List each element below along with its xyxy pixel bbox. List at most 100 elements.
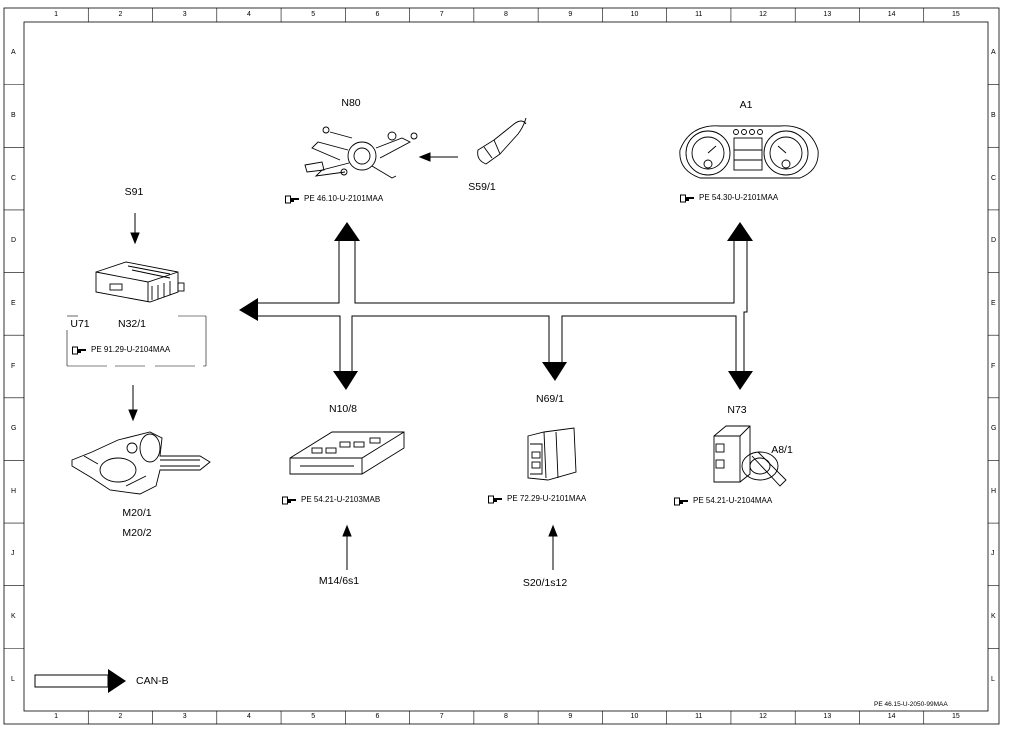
ref-text: PE 54.21-U-2103MAB xyxy=(301,495,381,504)
grid-column-label: 6 xyxy=(375,11,380,18)
manual-reference-icon xyxy=(680,194,694,202)
manual-reference-icon xyxy=(72,346,86,354)
manual-reference-icon xyxy=(285,195,299,203)
label-u71: U71 xyxy=(70,318,90,330)
grid-column-label: 10 xyxy=(630,713,639,720)
grid-row-label: E xyxy=(11,299,16,307)
arrow-to-a1 xyxy=(727,222,753,241)
grid-column-label: 11 xyxy=(695,713,703,720)
label-n73: N73 xyxy=(727,404,747,416)
arrow-s20-to-n69 xyxy=(548,524,558,537)
n32-1-frame xyxy=(66,315,207,367)
arrow-m14-to-n10 xyxy=(342,524,352,537)
document-id: PE 46.15-U-2050-99MAA xyxy=(874,701,948,708)
manual-reference-icon xyxy=(488,495,502,503)
grid-row-label: L xyxy=(11,675,15,683)
arrow-to-n69-1 xyxy=(542,362,567,381)
grid-row-label: E xyxy=(991,299,996,307)
s59-1-switch-drawing xyxy=(477,117,527,165)
grid-row-label: G xyxy=(991,425,997,433)
grid-row-label: J xyxy=(11,550,15,558)
n69-1-module-drawing xyxy=(527,427,577,481)
manual-reference-icon xyxy=(674,497,688,505)
n80-steering-module-drawing xyxy=(304,126,418,179)
grid-column-label: 15 xyxy=(951,11,960,18)
grid-column-label: 3 xyxy=(182,11,187,18)
ref-text: PE 54.21-U-2104MAA xyxy=(693,496,773,505)
arrow-s91-to-n32 xyxy=(130,232,140,245)
grid-row-label: C xyxy=(11,174,17,182)
grid-column-label: 14 xyxy=(887,11,896,18)
grid-row-label: B xyxy=(991,111,996,119)
grid-column-label: 10 xyxy=(630,11,639,18)
grid-row-label: B xyxy=(11,111,16,119)
grid-row-label: F xyxy=(11,362,16,370)
ref-text: PE 46.10-U-2101MAA xyxy=(304,194,384,203)
grid-column-label: 2 xyxy=(118,11,123,18)
n73-ignition-drawing xyxy=(713,425,787,487)
label-n32-1: N32/1 xyxy=(117,318,147,330)
arrow-to-n80 xyxy=(334,222,360,241)
grid-column-label: 4 xyxy=(246,713,251,720)
ref-n69-1: PE 72.29-U-2101MAA xyxy=(488,494,586,504)
grid-column-label: 13 xyxy=(823,713,832,720)
grid-column-label: 1 xyxy=(54,11,59,18)
grid-column-label: 2 xyxy=(118,713,123,720)
grid-column-label: 8 xyxy=(504,713,508,720)
grid-row-label: C xyxy=(991,174,997,182)
ref-a1: PE 54.30-U-2101MAA xyxy=(680,193,778,203)
manual-reference-icon xyxy=(282,496,296,504)
signal-arrows xyxy=(128,152,558,570)
grid-column-label: 6 xyxy=(375,713,380,720)
grid-column-label: 12 xyxy=(759,713,767,720)
grid-row-label: H xyxy=(11,487,17,495)
label-m20-1: M20/1 xyxy=(122,507,152,519)
a1-instrument-cluster-drawing xyxy=(679,125,819,179)
arrow-to-n32-1 xyxy=(239,298,258,321)
grid-column-label: 5 xyxy=(311,11,316,18)
arrow-to-n10-8 xyxy=(333,371,358,390)
legend-can-b-arrow xyxy=(34,669,126,693)
grid-column-label: 1 xyxy=(54,713,59,720)
ref-n10-8: PE 54.21-U-2103MAB xyxy=(282,495,380,505)
n10-8-module-drawing xyxy=(289,431,405,475)
ref-n80: PE 46.10-U-2101MAA xyxy=(285,194,383,204)
legend-label: CAN-B xyxy=(136,675,169,687)
grid-row-label: A xyxy=(11,49,16,57)
grid-row-label: A xyxy=(991,49,996,57)
grid-row-label: H xyxy=(991,487,997,495)
label-s20-1s12: S20/1s12 xyxy=(522,577,568,589)
drawing-border xyxy=(3,7,1000,725)
grid-column-label: 3 xyxy=(182,713,187,720)
grid-row-label: F xyxy=(991,362,996,370)
label-a8-1: A8/1 xyxy=(771,444,793,456)
m20-motor-drawing xyxy=(71,431,211,495)
label-m14-6s1: M14/6s1 xyxy=(318,575,360,587)
bus-arrowheads xyxy=(239,222,753,390)
label-s91: S91 xyxy=(124,186,144,198)
grid-column-label: 14 xyxy=(887,713,896,720)
grid-column-label: 7 xyxy=(439,11,444,18)
label-m20-2: M20/2 xyxy=(122,527,152,539)
grid-row-label: L xyxy=(991,675,995,683)
grid-row-label: J xyxy=(991,550,995,558)
grid-row-label: K xyxy=(11,613,16,621)
label-n69-1: N69/1 xyxy=(535,393,565,405)
ref-n32-1: PE 91.29-U-2104MAA xyxy=(72,345,170,355)
grid-row-label: G xyxy=(11,425,17,433)
grid-row-label: D xyxy=(991,237,997,245)
arrow-to-n73 xyxy=(728,371,753,390)
grid-column-label: 12 xyxy=(759,11,767,18)
label-a1: A1 xyxy=(739,99,753,111)
grid-column-label: 9 xyxy=(568,713,573,720)
grid-column-label: 4 xyxy=(246,11,251,18)
grid-column-label: 5 xyxy=(311,713,316,720)
ref-text: PE 54.30-U-2101MAA xyxy=(699,193,779,202)
label-n80: N80 xyxy=(341,97,361,109)
grid-column-label: 13 xyxy=(823,11,832,18)
can-b-bus xyxy=(256,239,748,373)
grid-row-label: K xyxy=(991,613,996,621)
ref-text: PE 72.29-U-2101MAA xyxy=(507,494,587,503)
grid-ticks xyxy=(4,8,999,724)
